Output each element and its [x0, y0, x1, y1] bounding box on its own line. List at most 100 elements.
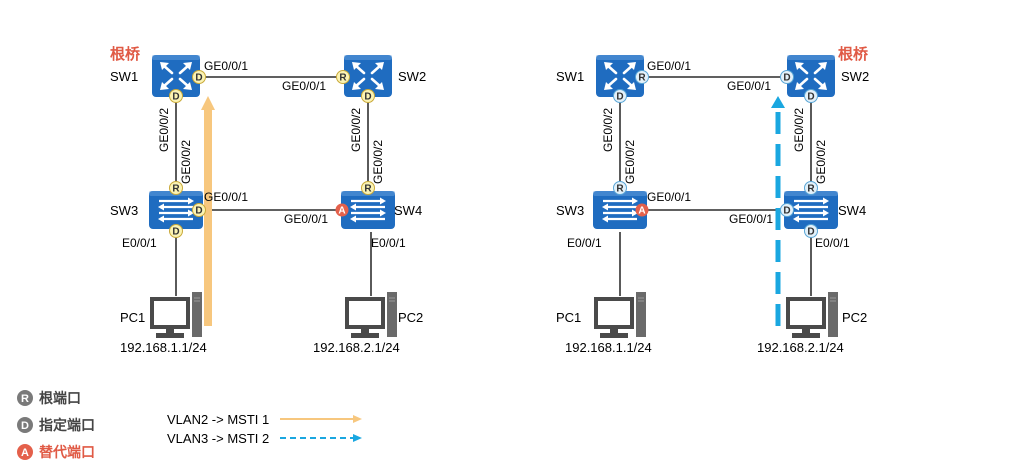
- pc1-ip-label: 192.168.1.1/24: [120, 340, 207, 355]
- left-links: [175, 76, 372, 296]
- svg-text:D: D: [172, 227, 179, 238]
- pc2-label: PC2: [842, 310, 867, 325]
- sw4-label: SW4: [394, 203, 422, 218]
- legend-vlan2-label: VLAN2 -> MSTI 1: [167, 412, 269, 427]
- port-role-marker: D: [613, 89, 627, 103]
- port-role-marker: D: [192, 203, 206, 217]
- pc1-label: PC1: [556, 310, 581, 325]
- sw4-e001-label: E0/0/1: [371, 236, 406, 250]
- sw1-label: SW1: [556, 69, 584, 84]
- svg-text:D: D: [783, 73, 790, 84]
- svg-text:D: D: [807, 227, 814, 238]
- sw4-switch-icon[interactable]: [339, 189, 397, 231]
- port-role-marker-alternate: A: [635, 203, 649, 217]
- svg-text:D: D: [21, 420, 29, 432]
- svg-text:R: R: [616, 184, 624, 195]
- sw4-e001-label: E0/0/1: [815, 236, 850, 250]
- msti2-path-arrow: [771, 96, 785, 326]
- svg-text:D: D: [172, 92, 179, 103]
- sw3-ge001-label: GE0/0/1: [204, 190, 248, 204]
- port-role-marker: R: [169, 181, 183, 195]
- port-role-marker-alternate: A: [335, 203, 349, 217]
- port-role-marker: R: [635, 70, 649, 84]
- port-role-marker: R: [613, 181, 627, 195]
- msti1-path-arrow: [201, 96, 215, 326]
- sw3-label: SW3: [110, 203, 138, 218]
- sw4-ge001-label: GE0/0/1: [729, 212, 773, 226]
- svg-text:D: D: [807, 92, 814, 103]
- pc1-ip-label: 192.168.1.1/24: [565, 340, 652, 355]
- sw1-label: SW1: [110, 69, 138, 84]
- sw4-ge002-label: GE0/0/2: [371, 140, 385, 184]
- right-port-roles: R D D D R A R: [613, 70, 818, 238]
- sw2-ge001-label: GE0/0/1: [727, 79, 771, 93]
- legend-alternate-port: A 替代端口: [17, 444, 95, 460]
- svg-text:R: R: [21, 393, 29, 405]
- legend-root-port-label: 根端口: [39, 390, 81, 406]
- pc2-icon[interactable]: [785, 291, 839, 339]
- right-links: [619, 76, 812, 296]
- svg-text:A: A: [21, 447, 29, 459]
- port-role-marker: D: [804, 89, 818, 103]
- pc1-icon[interactable]: [149, 291, 203, 339]
- pc1-icon[interactable]: [593, 291, 647, 339]
- sw2-ge002-label: GE0/0/2: [792, 108, 806, 152]
- pc2-ip-label: 192.168.2.1/24: [757, 340, 844, 355]
- legend-msti2: VLAN3 -> MSTI 2: [167, 431, 362, 446]
- sw2-ge002-label: GE0/0/2: [349, 108, 363, 152]
- legend-msti1: VLAN2 -> MSTI 1: [167, 412, 362, 427]
- sw4-ge001-label: GE0/0/1: [284, 212, 328, 226]
- svg-text:R: R: [339, 73, 347, 84]
- root-bridge-label: 根桥: [838, 45, 869, 63]
- port-role-marker: D: [804, 224, 818, 238]
- sw3-ge002-label: GE0/0/2: [179, 140, 193, 184]
- sw3-e001-label: E0/0/1: [567, 236, 602, 250]
- sw2-label: SW2: [398, 69, 426, 84]
- sw1-ge002-label: GE0/0/2: [601, 108, 615, 152]
- svg-text:D: D: [195, 73, 202, 84]
- sw3-ge002-label: GE0/0/2: [623, 140, 637, 184]
- svg-text:R: R: [364, 184, 372, 195]
- pc1-label: PC1: [120, 310, 145, 325]
- svg-text:D: D: [195, 206, 202, 217]
- legend-designated-port: D 指定端口: [17, 417, 95, 433]
- port-role-marker: D: [780, 203, 794, 217]
- sw3-ge001-label: GE0/0/1: [647, 190, 691, 204]
- pc2-icon[interactable]: [344, 291, 398, 339]
- sw4-label: SW4: [838, 203, 866, 218]
- sw4-ge002-label: GE0/0/2: [814, 140, 828, 184]
- sw1-ge001-label: GE0/0/1: [204, 59, 248, 73]
- port-role-marker: D: [780, 70, 794, 84]
- sw2-label: SW2: [841, 69, 869, 84]
- sw2-ge001-label: GE0/0/1: [282, 79, 326, 93]
- legend-root-port: R 根端口: [17, 390, 81, 406]
- port-role-marker: R: [361, 181, 375, 195]
- svg-text:D: D: [616, 92, 623, 103]
- legend-designated-port-label: 指定端口: [39, 417, 95, 433]
- sw1-ge001-label: GE0/0/1: [647, 59, 691, 73]
- sw1-ge002-label: GE0/0/2: [157, 108, 171, 152]
- legend: R 根端口 D 指定端口 A 替代端口 VLAN2 -> MSTI 1 VLAN…: [17, 390, 362, 460]
- right-topology: 根桥 SW1 SW2 SW3 SW4 GE0/0/1 GE0/0/1 GE0/0…: [556, 45, 869, 355]
- sw3-e001-label: E0/0/1: [122, 236, 157, 250]
- svg-text:D: D: [783, 206, 790, 217]
- svg-text:R: R: [807, 184, 815, 195]
- pc2-ip-label: 192.168.2.1/24: [313, 340, 400, 355]
- svg-text:D: D: [364, 92, 371, 103]
- left-topology: 根桥 SW1 SW2 SW3 SW4 GE0/0/1 GE0/0/1 GE0/0…: [110, 45, 426, 355]
- sw3-label: SW3: [556, 203, 584, 218]
- svg-text:R: R: [172, 184, 180, 195]
- svg-text:R: R: [638, 73, 646, 84]
- root-bridge-label: 根桥: [110, 45, 141, 63]
- port-role-marker: D: [169, 89, 183, 103]
- port-role-marker: R: [804, 181, 818, 195]
- pc2-label: PC2: [398, 310, 423, 325]
- port-role-marker: D: [169, 224, 183, 238]
- port-role-marker: D: [192, 70, 206, 84]
- legend-vlan3-label: VLAN3 -> MSTI 2: [167, 431, 269, 446]
- svg-text:A: A: [638, 206, 645, 217]
- port-role-marker: R: [336, 70, 350, 84]
- left-port-roles: D D R D R D D: [169, 70, 375, 238]
- port-role-marker: D: [361, 89, 375, 103]
